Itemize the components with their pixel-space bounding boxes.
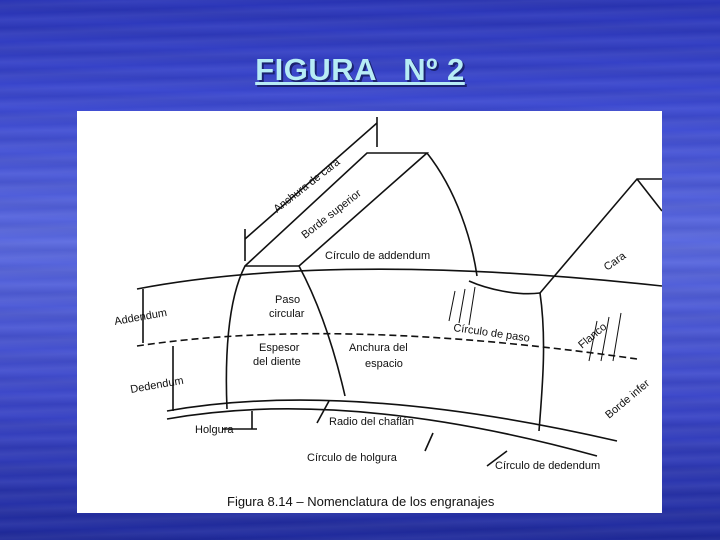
gear-diagram: Anchura de cara Borde superior Círculo d… [113, 117, 662, 509]
face-width-dim [244, 122, 378, 240]
gear-nomenclature-figure: Anchura de cara Borde superior Círculo d… [77, 111, 662, 513]
label-borde-inferior: Borde infer [603, 377, 652, 421]
figure-caption: Figura 8.14 – Nomenclatura de los engran… [227, 494, 495, 509]
flank-hatch [448, 286, 622, 362]
addendum-circle-arc [136, 268, 662, 290]
label-dedendum: Dedendum [129, 375, 184, 396]
label-circulo-dedendum: Círculo de dedendum [495, 460, 600, 472]
pitch-circle-arc [136, 332, 638, 360]
label-paso-circular-2: circular [269, 308, 305, 320]
tooth-2-outline [468, 280, 545, 432]
label-circulo-addendum: Círculo de addendum [325, 250, 430, 262]
tooth-1-face-line [426, 152, 478, 277]
slide-title: FIGURA Nº 2 [255, 52, 465, 87]
label-borde-superior: Borde superior [299, 187, 364, 241]
label-paso-circular-1: Paso [275, 294, 300, 306]
label-espesor-2: del diente [253, 356, 301, 368]
label-circulo-holgura: Círculo de holgura [307, 452, 398, 464]
label-flanco: Flanco [576, 321, 609, 351]
clearance-circle-arc [166, 408, 598, 457]
tooth-1-top [244, 152, 430, 267]
label-espesor-1: Espesor [259, 342, 300, 354]
label-radio-chaflan: Radio del chaflán [329, 416, 414, 428]
label-anchura-espacio-2: espacio [365, 358, 403, 370]
tooth-1-outline [225, 265, 346, 410]
label-cara: Cara [602, 249, 629, 273]
dedendum-circle-arc [166, 399, 618, 442]
tooth-2-back [636, 178, 662, 212]
label-anchura-espacio-1: Anchura del [349, 342, 408, 354]
label-addendum: Addendum [113, 307, 167, 328]
label-holgura: Holgura [195, 424, 234, 436]
